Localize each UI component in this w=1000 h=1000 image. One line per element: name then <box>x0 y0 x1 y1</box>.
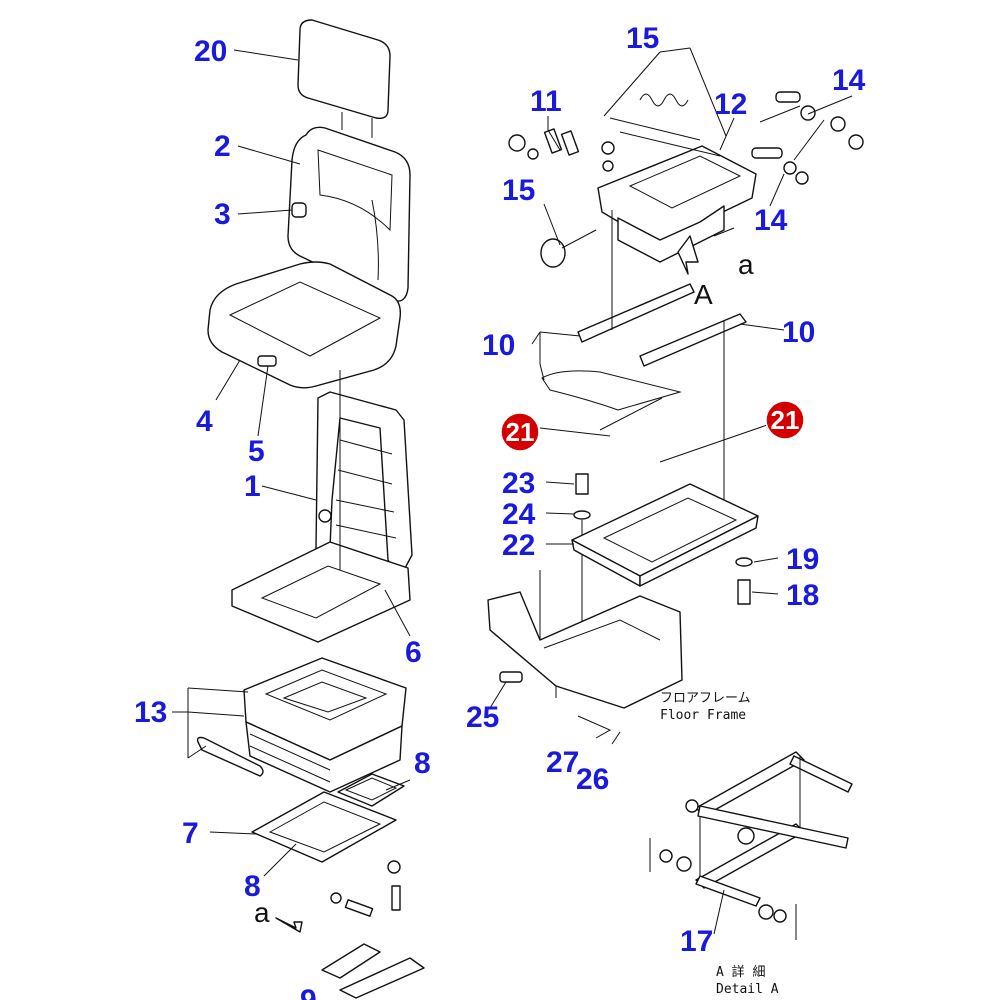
callout-9: 9 <box>300 984 317 1000</box>
backrest-knob <box>291 202 307 218</box>
callout-25: 25 <box>466 701 499 734</box>
seat-rails <box>541 210 747 540</box>
callout-21-right: 21 <box>771 405 800 435</box>
callout-1: 1 <box>244 470 261 503</box>
backrest <box>287 126 411 302</box>
callout-3: 3 <box>214 198 231 231</box>
floor-frame-label-jp: フロアフレーム <box>660 691 751 706</box>
callout-10-left: 10 <box>482 329 515 362</box>
callout-14-bottom: 14 <box>754 204 788 237</box>
seat-cushion <box>207 261 402 389</box>
adjust-knob <box>540 229 597 268</box>
seat-lever <box>257 355 277 367</box>
callout-26: 26 <box>576 763 609 796</box>
arrow-a-bottom <box>275 917 303 933</box>
seat-frame <box>231 370 413 643</box>
callout-6: 6 <box>405 636 422 669</box>
callout-13: 13 <box>134 696 167 729</box>
callout-23: 23 <box>502 467 535 500</box>
callout-27: 27 <box>546 746 579 779</box>
callout-18: 18 <box>786 579 819 612</box>
floor-frame <box>487 570 683 745</box>
arrow-A <box>677 235 699 275</box>
marker-A: A <box>694 279 713 310</box>
callout-10-right: 10 <box>782 316 815 349</box>
callout-8-bottom: 8 <box>244 870 261 903</box>
detail-label-jp: A 詳 細 <box>716 964 765 980</box>
callout-15-bottom: 15 <box>502 174 535 207</box>
callout-20: 20 <box>194 35 227 68</box>
callout-11: 11 <box>530 85 562 118</box>
bolt-washer-right <box>735 557 753 605</box>
callout-5: 5 <box>248 435 265 468</box>
callout-24: 24 <box>502 498 536 531</box>
upper-slide-assembly <box>597 117 757 263</box>
rail-bottom <box>321 943 425 999</box>
callout-22: 22 <box>502 529 535 562</box>
detail-label-en: Detail A <box>716 982 779 997</box>
slide-rail-assembly <box>251 773 405 917</box>
callout-12: 12 <box>714 88 747 121</box>
callout-2: 2 <box>214 130 231 163</box>
callout-15-top: 15 <box>626 22 659 55</box>
callout-4: 4 <box>196 405 213 438</box>
callout-21-left-badge <box>500 412 540 452</box>
callout-21-right-badge <box>765 400 805 440</box>
scissor-detail <box>649 751 853 940</box>
bolt-washer <box>573 473 591 640</box>
small-hardware <box>508 128 615 172</box>
annotations: a A a フロアフレーム Floor Frame A 詳 細 Detail A <box>254 249 779 997</box>
callout-17: 17 <box>680 925 713 958</box>
callout-14-top: 14 <box>832 64 866 97</box>
base-plate <box>571 483 759 587</box>
leader-lines <box>172 47 853 935</box>
spring-upper <box>639 93 689 107</box>
floor-frame-label-en: Floor Frame <box>660 708 746 723</box>
suspension-base <box>196 657 407 793</box>
linkage-rods <box>539 397 771 463</box>
headrest <box>297 19 391 138</box>
callout-19: 19 <box>786 543 819 576</box>
callout-7: 7 <box>182 817 199 850</box>
callout-8-top: 8 <box>414 747 431 780</box>
callout-21-left: 21 <box>506 417 535 447</box>
callout-labels: 20 2 3 4 5 1 6 13 8 7 8 9 15 11 12 14 15… <box>134 22 866 1000</box>
marker-a-bottom: a <box>254 897 270 928</box>
marker-a-top: a <box>738 249 754 280</box>
shock-absorbers <box>751 91 864 185</box>
